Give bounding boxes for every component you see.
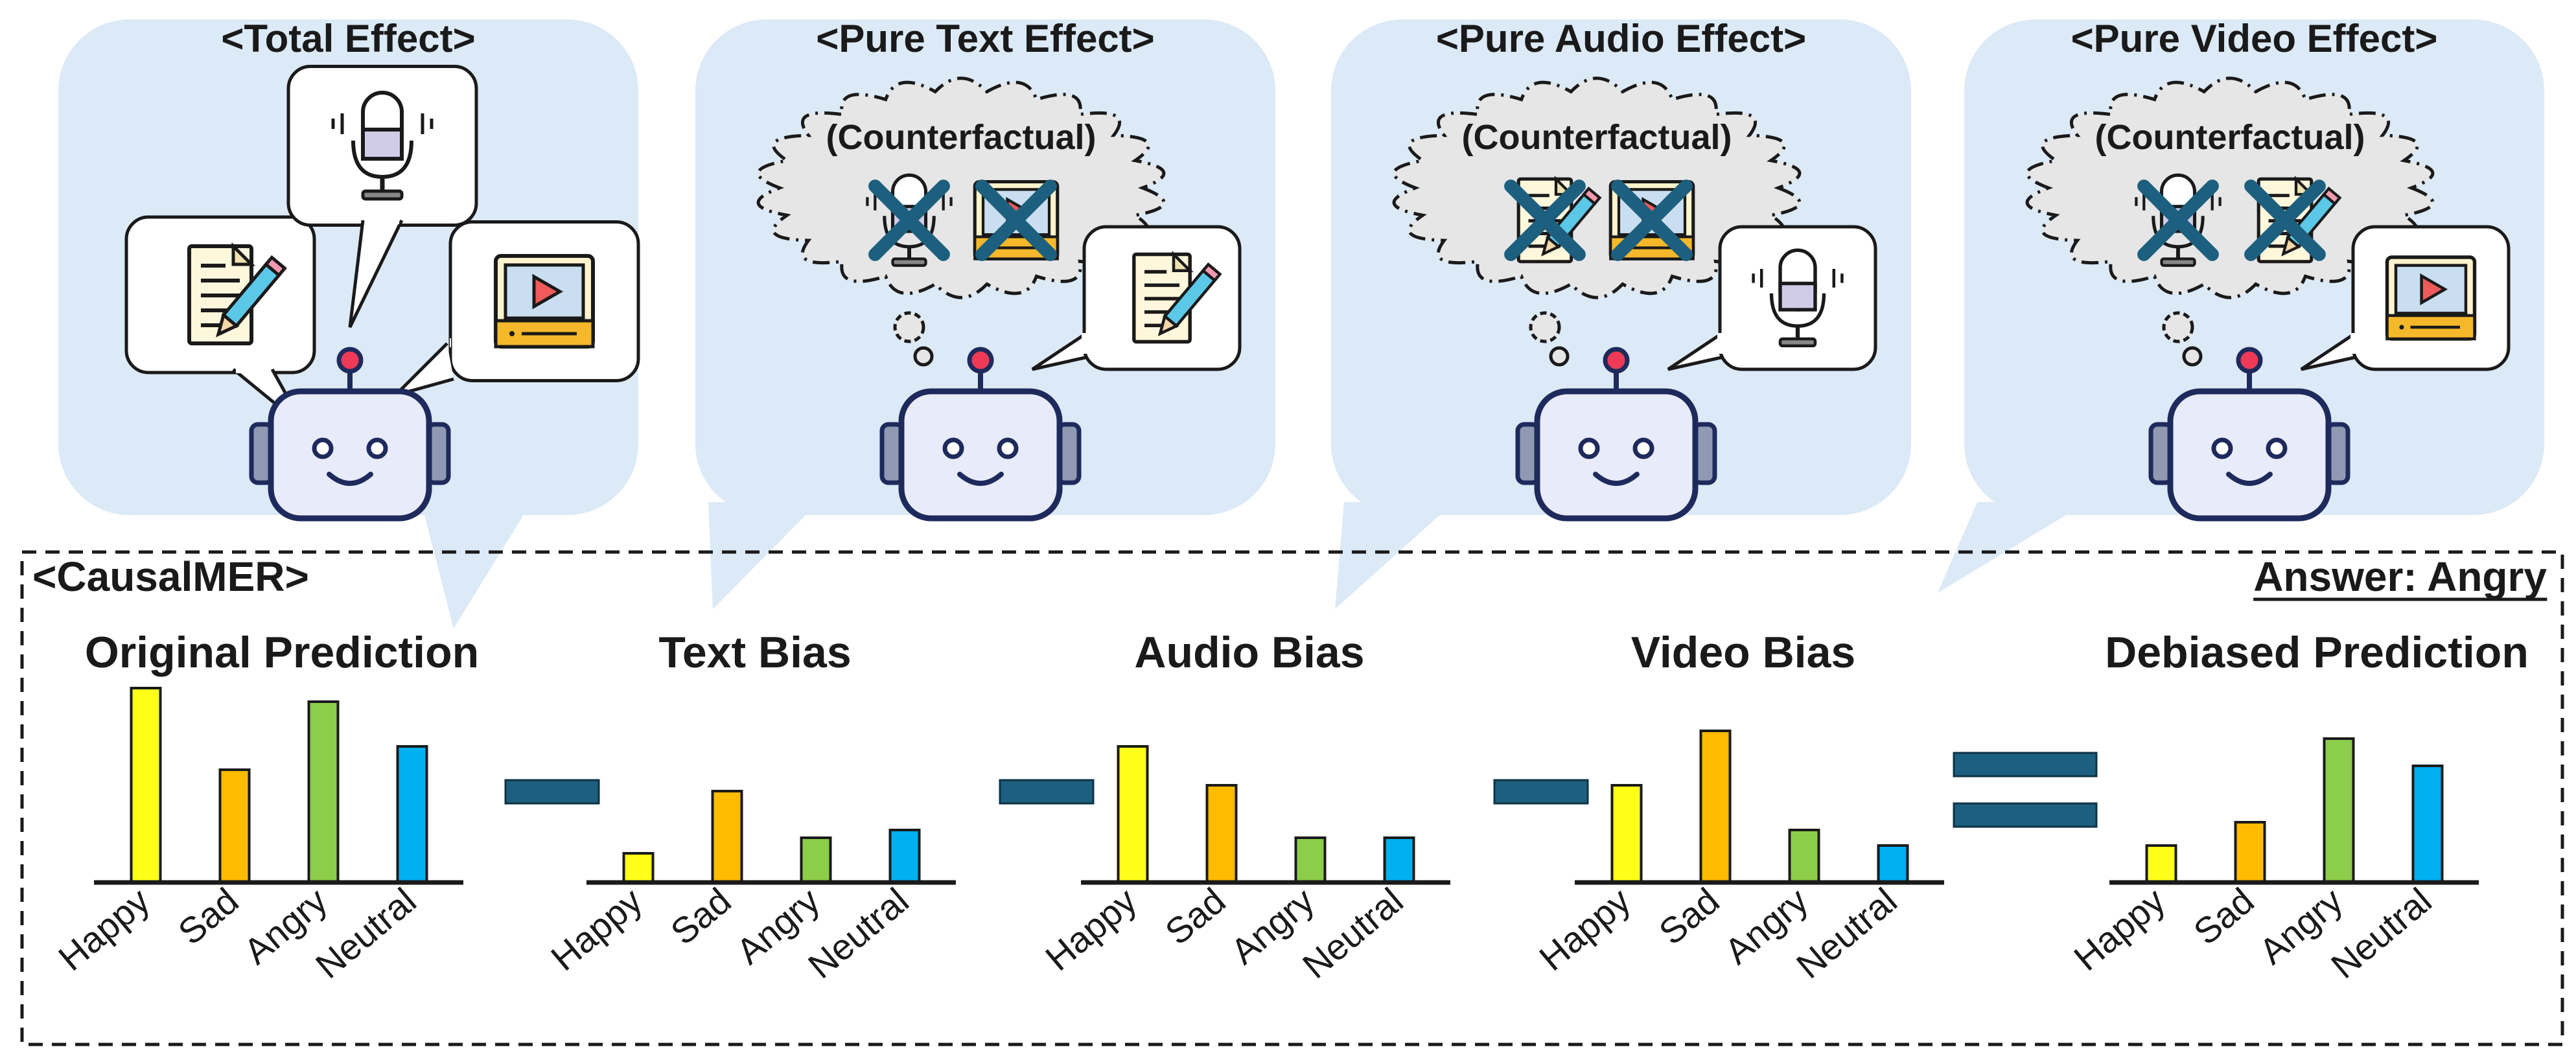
- video-player-icon: [496, 256, 593, 347]
- thought-dot: [893, 311, 925, 343]
- tick-label-neutral: Neutral: [2323, 880, 2439, 986]
- speech-bubble-text: [1031, 225, 1242, 371]
- bar-angry: [1788, 829, 1820, 884]
- minus-operator: [999, 779, 1095, 805]
- panel-tail: [1335, 502, 1454, 609]
- thought-cloud: (Counterfactual): [1392, 76, 1802, 299]
- tick-label-happy: Happy: [1038, 880, 1144, 978]
- thought-dot: [2162, 311, 2194, 343]
- bar-angry: [2323, 737, 2355, 884]
- speech-bubble-video: [2300, 225, 2511, 371]
- chart-title: Debiased Prediction: [2105, 628, 2529, 677]
- effect-panel-1: <Total Effect>: [58, 17, 640, 628]
- panel-tail: [421, 502, 531, 628]
- bar-happy: [622, 852, 655, 884]
- tick-label-neutral: Neutral: [800, 880, 916, 986]
- thought-cloud: (Counterfactual): [2025, 76, 2435, 299]
- tick-label-sad: Sad: [1157, 880, 1233, 952]
- bar-sad: [1205, 784, 1238, 884]
- bar-sad: [711, 790, 743, 884]
- video-player-icon: [2387, 257, 2475, 339]
- bar-angry: [307, 700, 340, 884]
- panel-title: <Pure Video Effect>: [2071, 17, 2438, 60]
- counterfactual-label: (Counterfactual): [2095, 118, 2365, 157]
- panel-title: <Total Effect>: [221, 17, 475, 60]
- tick-label-neutral: Neutral: [1295, 880, 1411, 986]
- counterfactual-label: (Counterfactual): [826, 118, 1097, 157]
- thought-dot: [1529, 311, 1561, 343]
- chart-title: Text Bias: [658, 628, 851, 677]
- chart-title: Video Bias: [1631, 628, 1855, 677]
- bar-neutral: [396, 745, 428, 884]
- bar-sad: [218, 768, 251, 884]
- tick-label-neutral: Neutral: [1789, 880, 1905, 986]
- counterfactual-label: (Counterfactual): [1462, 118, 1732, 157]
- tick-label-happy: Happy: [1531, 880, 1638, 978]
- minus-operator: [1493, 779, 1589, 805]
- effect-panel-2: <Pure Text Effect> (Counterfactual): [695, 17, 1275, 609]
- minus-operator: [504, 779, 600, 805]
- effect-panel-3: <Pure Audio Effect> (Counterfactual): [1331, 17, 1911, 609]
- thought-dot: [2182, 346, 2203, 367]
- panel-background: [58, 19, 638, 515]
- bar-sad: [1699, 730, 1732, 884]
- causalmer-section-border: [20, 550, 2564, 1046]
- tick-label-sad: Sad: [1651, 880, 1727, 952]
- tick-label-happy: Happy: [543, 880, 649, 978]
- answer-label: Answer: Angry: [2253, 553, 2547, 600]
- speech-bubble-audio: [1667, 225, 1877, 371]
- tick-label-sad: Sad: [663, 880, 739, 952]
- thought-dot: [913, 346, 934, 367]
- bar-happy: [2145, 844, 2177, 884]
- section-title: <CausalMER>: [32, 553, 309, 600]
- tick-label-happy: Happy: [51, 880, 157, 978]
- bar-angry: [800, 836, 832, 884]
- panel-title: <Pure Text Effect>: [816, 17, 1154, 60]
- speech-bubble-audio: [286, 65, 478, 328]
- equals-operator: [1953, 752, 2098, 828]
- bar-happy: [1610, 784, 1643, 884]
- bar-happy: [130, 687, 162, 884]
- thought-cloud: (Counterfactual): [756, 76, 1166, 299]
- bar-neutral: [2411, 765, 2444, 884]
- bar-neutral: [1383, 836, 1415, 884]
- effect-panel-4: <Pure Video Effect> (Counterfactual): [1938, 17, 2544, 593]
- bar-happy: [1117, 745, 1149, 884]
- bar-neutral: [888, 829, 921, 884]
- tick-label-sad: Sad: [170, 880, 246, 952]
- chart-title: Audio Bias: [1134, 628, 1364, 677]
- panel-title: <Pure Audio Effect>: [1436, 17, 1806, 60]
- tick-label-neutral: Neutral: [308, 880, 424, 986]
- bar-sad: [2234, 821, 2266, 884]
- bar-neutral: [1877, 844, 1909, 884]
- tick-label-happy: Happy: [2066, 880, 2172, 978]
- thought-dot: [1549, 346, 1570, 367]
- chart-title: Original Prediction: [85, 628, 479, 677]
- tick-label-sad: Sad: [2186, 880, 2262, 952]
- bar-angry: [1294, 836, 1327, 884]
- panel-tail: [708, 502, 818, 609]
- panel-tail: [1938, 502, 2087, 593]
